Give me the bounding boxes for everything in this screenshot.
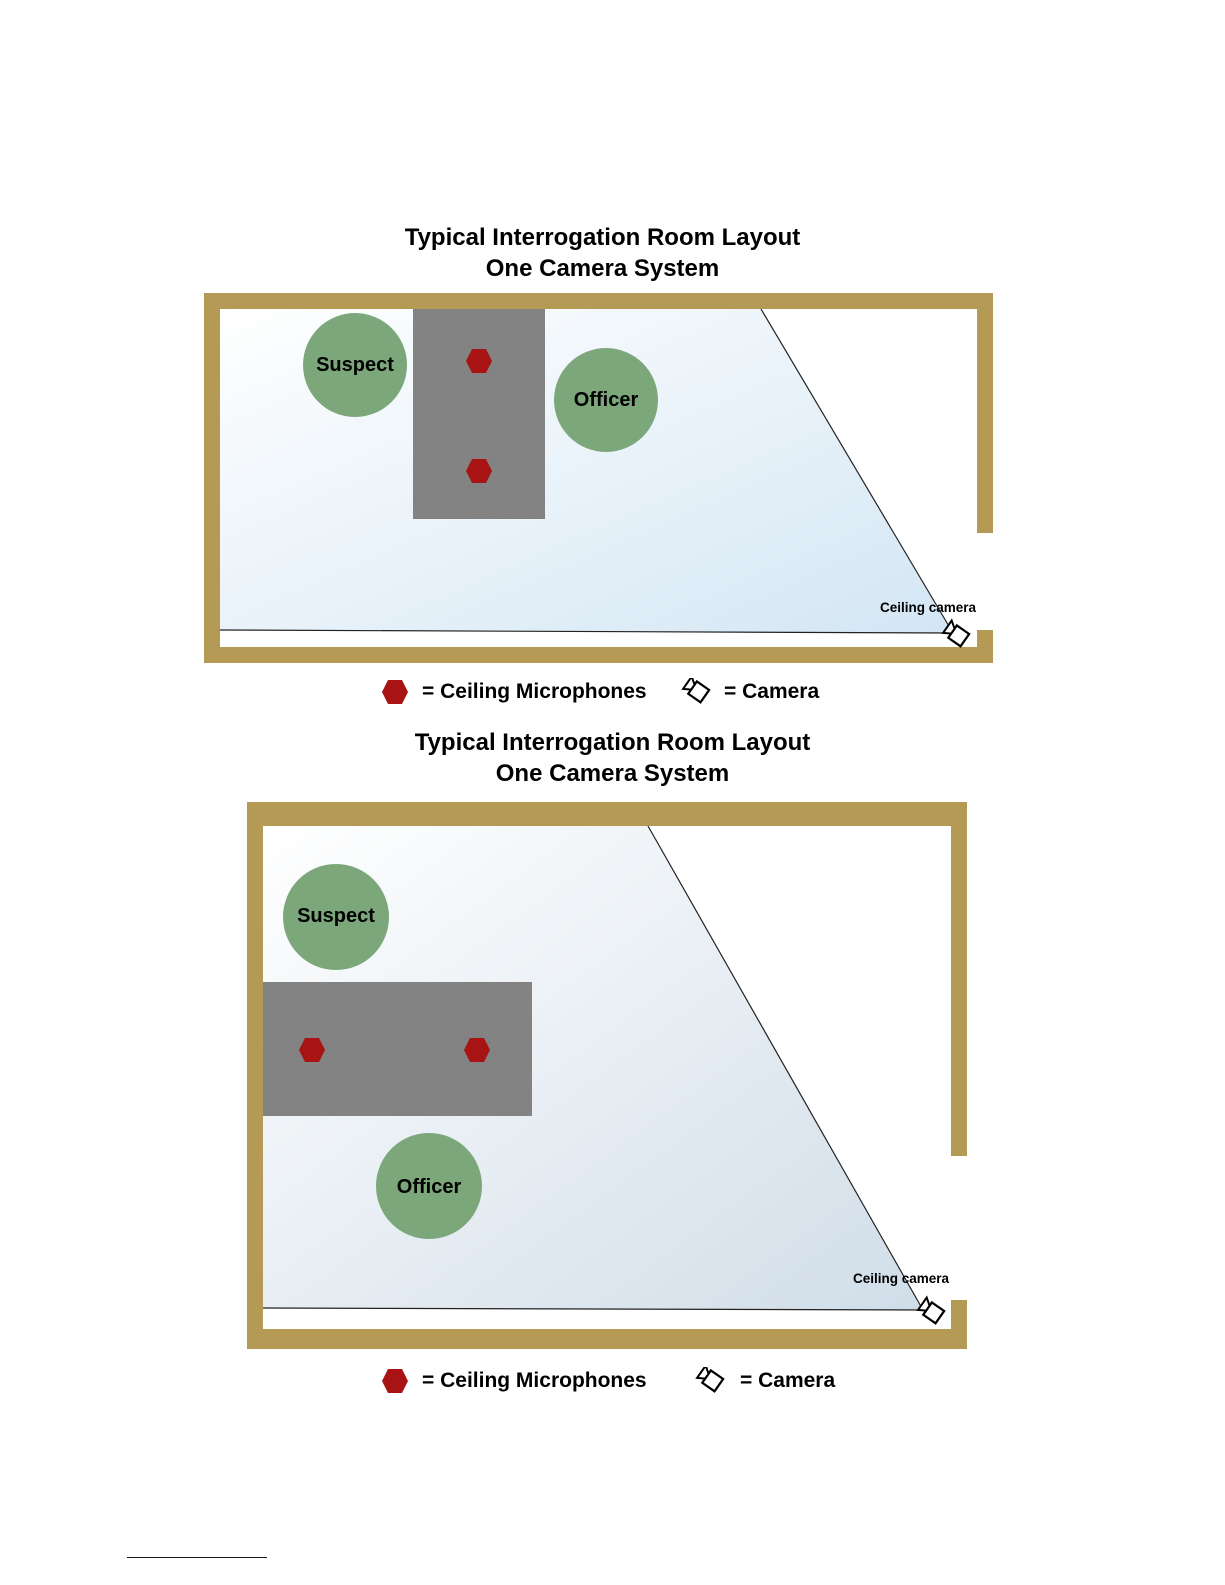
legend-1: = Ceiling Microphones = Camera: [380, 672, 850, 712]
ceiling-camera-label: Ceiling camera: [853, 1271, 950, 1286]
legend-microphone: = Ceiling Microphones: [380, 1361, 647, 1401]
room-2: Suspect Officer Ceiling camera: [247, 802, 967, 1349]
suspect-label: Suspect: [316, 354, 394, 376]
legend-camera-label: = Camera: [724, 680, 819, 704]
officer-label: Officer: [397, 1176, 462, 1198]
legend-camera: = Camera: [678, 672, 819, 712]
table: [413, 309, 545, 519]
legend-microphone-label: = Ceiling Microphones: [422, 1369, 647, 1393]
legend-camera-label: = Camera: [740, 1369, 835, 1393]
officer-label: Officer: [574, 389, 639, 411]
room-1: Suspect Officer Ceiling camera: [204, 293, 993, 663]
camera-icon: [692, 1367, 726, 1395]
footnote-separator: [127, 1557, 267, 1558]
ceiling-camera-icon: [918, 1298, 945, 1324]
legend-microphone: = Ceiling Microphones: [380, 672, 647, 712]
hexagon-icon: [380, 1368, 410, 1394]
legend-2: = Ceiling Microphones = Camera: [380, 1361, 870, 1401]
legend-camera: = Camera: [692, 1361, 835, 1401]
legend-microphone-label: = Ceiling Microphones: [422, 680, 647, 704]
ceiling-camera-label: Ceiling camera: [880, 600, 977, 615]
camera-icon: [678, 678, 712, 706]
hexagon-icon: [380, 679, 410, 705]
suspect-label: Suspect: [297, 905, 375, 927]
